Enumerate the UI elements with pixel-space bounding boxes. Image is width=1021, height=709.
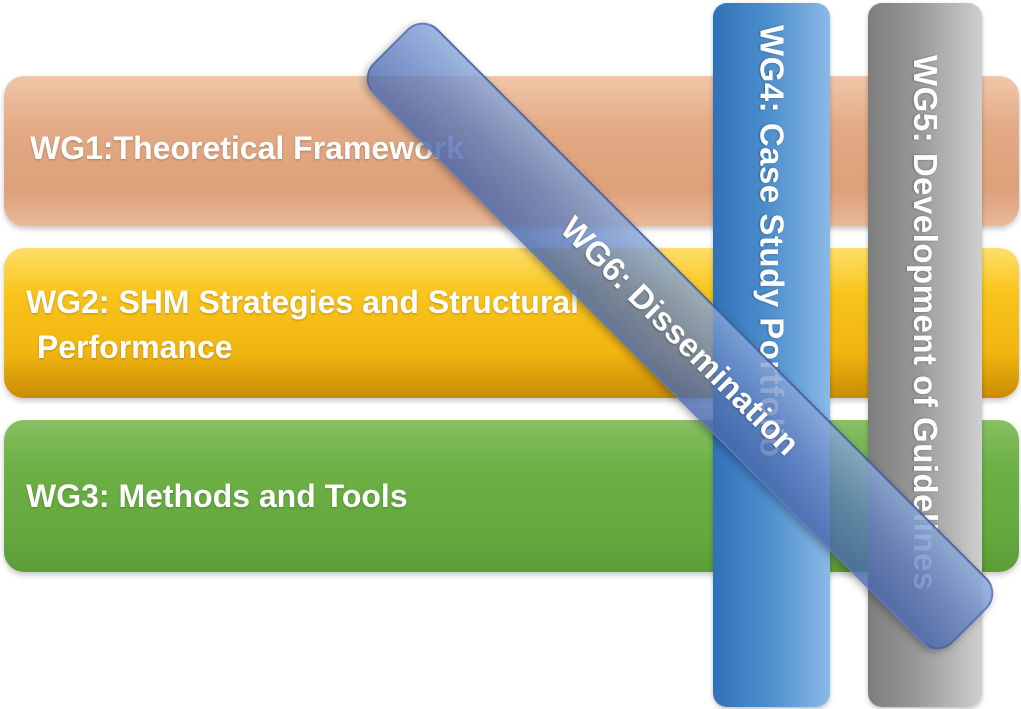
wg2-bar: WG2: SHM Strategies and Structural Perfo… [4, 248, 1019, 398]
wg3-label: WG3: Methods and Tools [26, 478, 408, 514]
wg2-label-line2: Performance [28, 329, 233, 365]
wg2-label-line1: WG2: SHM Strategies and Structural [26, 284, 579, 320]
wg1-label: WG1:Theoretical Framework [30, 130, 464, 166]
wg5-label: WG5: Development of Guidelines [907, 55, 944, 591]
